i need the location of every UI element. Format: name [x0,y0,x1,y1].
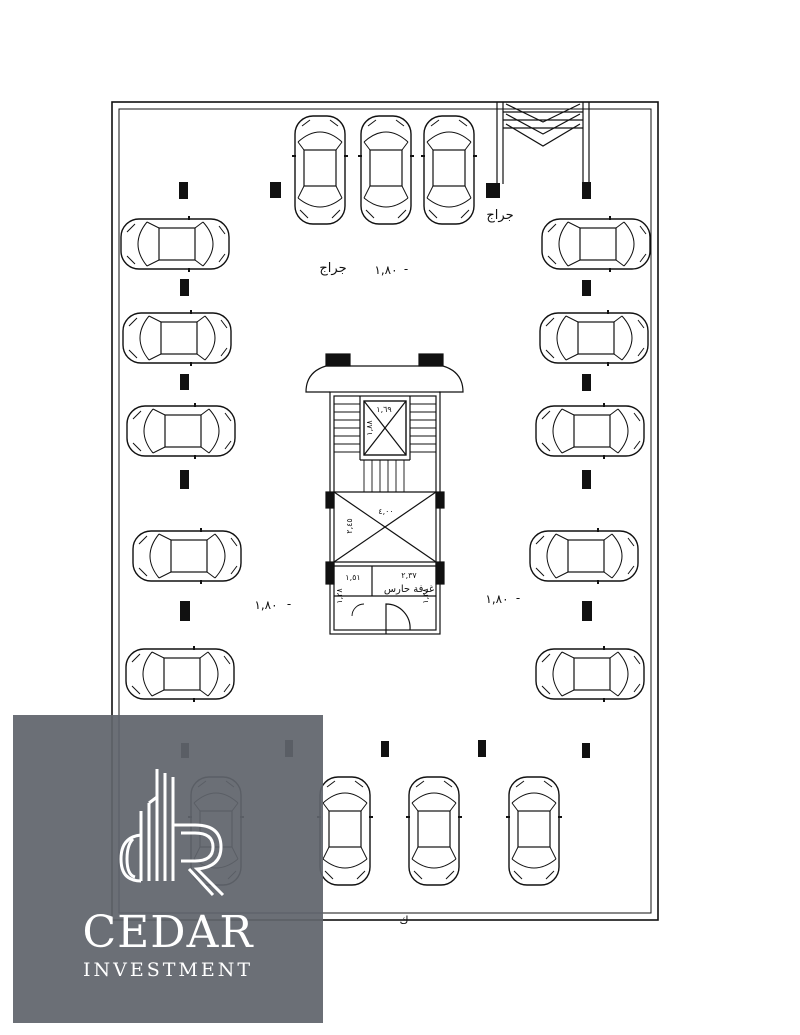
garage-label-mid: جراج [319,261,346,276]
north-mark: ك [399,914,408,927]
entrance-ramp [496,102,590,184]
dash-mid: - [404,262,408,276]
aisle-width-right: ١,٨٠ [485,592,508,606]
parking-spaces-top [291,115,478,225]
brand-name: CEDAR [82,907,254,958]
guard-room-label: غرفة حارس [384,584,434,595]
dash-right: - [516,591,520,605]
inner-wall [118,108,652,914]
brand-tagline: INVESTMENT [82,959,254,981]
dim-lobby: ٤,٠٠ [378,507,393,516]
central-core [305,353,464,635]
dim-room-a: ١,٥١ [345,573,360,582]
cedar-logo-icon [119,769,225,897]
aisle-width-left: ١,٨٠ [254,598,277,612]
dim-elevator: ١,٦٩ [376,405,391,414]
dim-room-c: ١,٢٨ [335,588,344,604]
dim-room-b: ٢,٣٧ [401,571,417,580]
dash-left: - [287,597,291,611]
dim-lobby-side: ٢,٤٥ [345,518,354,533]
outer-wall [111,101,659,921]
dim-elevator-side: ١,٨٨ [365,420,374,436]
brand-watermark-panel: CEDAR INVESTMENT [13,715,323,1023]
aisle-width-mid: ١,٨٠ [374,263,397,277]
dim-room-d: ١,٢٨ [421,588,430,604]
garage-label-top: جراج [486,208,513,223]
